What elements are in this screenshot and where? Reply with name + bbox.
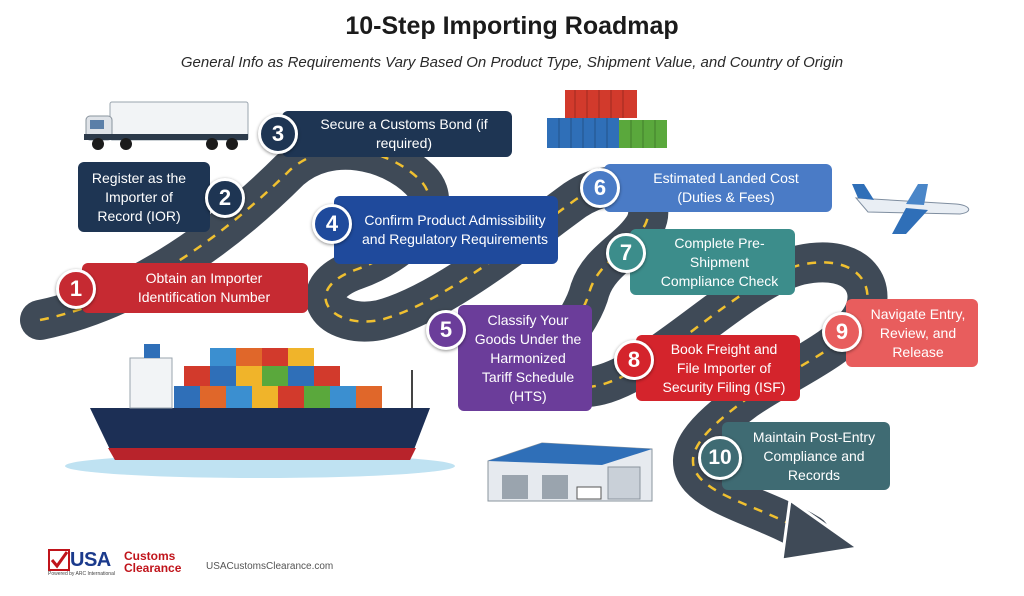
warehouse-icon — [487, 442, 653, 502]
truck-icon — [84, 101, 249, 150]
step-2-label: Register as the Importer of Record (IOR) — [91, 169, 187, 224]
step-9-badge: 9 — [822, 312, 862, 352]
road-dashes — [39, 148, 869, 537]
step-7-label: Complete Pre-Shipment Compliance Check — [660, 234, 779, 289]
step-1-badge: 1 — [56, 269, 96, 309]
logo-tagline: Powered by ARC International — [48, 571, 115, 577]
step-3-box: Secure a Customs Bond (if required) — [282, 111, 512, 157]
step-6-label: Estimated Landed Cost (Duties & Fees) — [653, 170, 799, 205]
step-9-label: Navigate Entry, Review, and Release — [870, 305, 966, 360]
step-3-label: Secure a Customs Bond (if required) — [320, 116, 488, 151]
container-stack-icon — [547, 90, 667, 148]
step-10-label: Maintain Post-Entry Compliance and Recor… — [752, 428, 876, 483]
page-title: 10-Step Importing Roadmap — [345, 12, 679, 40]
step-6-badge: 6 — [580, 168, 620, 208]
step-4-badge: 4 — [312, 204, 352, 244]
check-mark-icon — [48, 549, 70, 571]
step-3-badge: 3 — [258, 114, 298, 154]
step-2-box: Register as the Importer of Record (IOR) — [78, 162, 210, 232]
step-8-label: Book Freight and File Importer of Securi… — [662, 340, 786, 395]
step-9-box: Navigate Entry, Review, and Release — [846, 299, 978, 367]
step-8-badge: 8 — [614, 340, 654, 380]
step-5-badge: 5 — [426, 310, 466, 350]
step-5-label: Classify Your Goods Under the Harmonized… — [474, 311, 582, 404]
step-2-badge: 2 — [205, 178, 245, 218]
cargo-ship-icon — [65, 344, 455, 478]
step-7-box: Complete Pre-Shipment Compliance Check — [630, 229, 795, 295]
step-10-box: Maintain Post-Entry Compliance and Recor… — [722, 422, 890, 490]
step-8-box: Book Freight and File Importer of Securi… — [636, 335, 800, 401]
logo-customs-text: Customs Clearance — [124, 549, 182, 575]
step-6-box: Estimated Landed Cost (Duties & Fees) — [604, 164, 832, 212]
step-4-box: Confirm Product Admissibility and Regula… — [334, 196, 558, 264]
airplane-icon — [852, 184, 970, 234]
logo-usa-text: USA — [70, 549, 111, 571]
page-subtitle: General Info as Requirements Vary Based … — [180, 54, 844, 71]
step-1-box: Obtain an Importer Identification Number — [82, 263, 308, 313]
step-10-badge: 10 — [698, 436, 742, 480]
step-5-box: Classify Your Goods Under the Harmonized… — [458, 305, 592, 411]
step-4-label: Confirm Product Admissibility and Regula… — [362, 212, 548, 247]
website-url[interactable]: USACustomsClearance.com — [206, 561, 334, 572]
step-1-label: Obtain an Importer Identification Number — [137, 270, 271, 305]
road-arrowhead — [780, 497, 862, 562]
step-7-badge: 7 — [606, 233, 646, 273]
